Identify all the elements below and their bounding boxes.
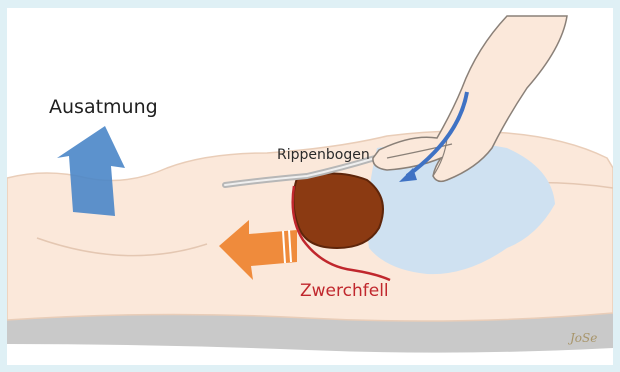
anatomy-illustration — [7, 8, 613, 365]
diaphragm-label: Zwerchfell — [300, 281, 389, 301]
illustration-panel: Ausatmung Rippenbogen Zwerchfell JoSe — [7, 8, 613, 365]
costal-arch-label: Rippenbogen — [277, 147, 370, 163]
exhale-label: Ausatmung — [49, 96, 158, 118]
artist-signature: JoSe — [570, 331, 597, 345]
organ-shape — [293, 173, 383, 248]
